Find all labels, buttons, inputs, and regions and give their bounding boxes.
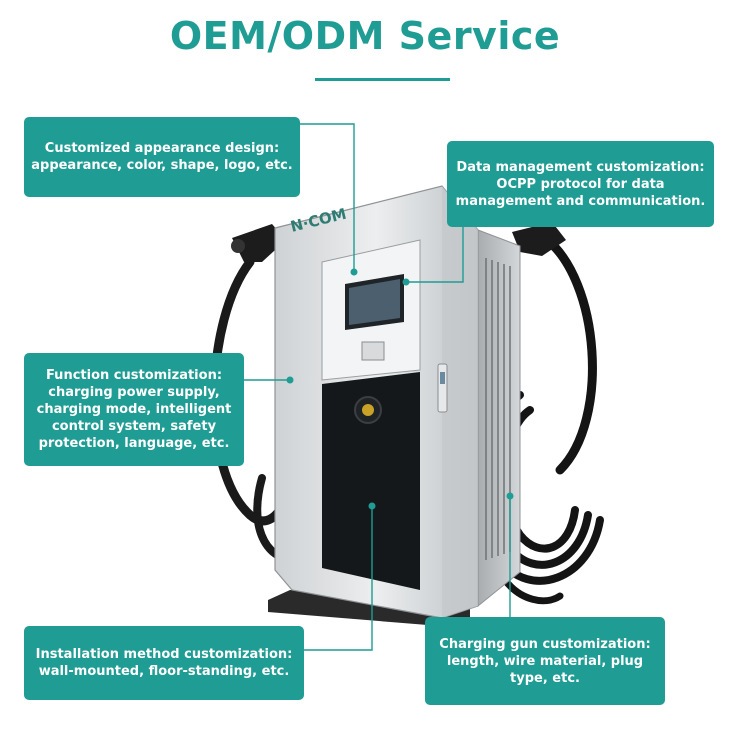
callout-data-line-2: OCPP protocol for data <box>496 176 665 192</box>
callout-connectors <box>244 123 511 651</box>
card-reader <box>361 341 385 361</box>
charger-front-black-panel <box>322 372 420 590</box>
callout-connector-dots <box>286 268 514 510</box>
callout-install-line-2: wall-mounted, floor-standing, etc. <box>38 664 290 679</box>
display-screen <box>321 239 421 381</box>
left-charging-gun <box>231 224 286 262</box>
callout-data-line-1: Data management customization: <box>456 159 705 175</box>
callout-charging-gun: Charging gun customization: length, wire… <box>425 617 665 705</box>
charger-side-panel <box>477 229 521 608</box>
callout-appearance-line-1: Customized appearance design: <box>44 141 280 156</box>
right-charging-gun <box>512 222 566 256</box>
callout-gun-line-1: Charging gun customization: <box>439 636 651 652</box>
title-underline <box>315 78 450 81</box>
callout-data-line-3: management and communication. <box>455 193 706 209</box>
callout-install-line-1: Installation method customization: <box>35 647 293 662</box>
callout-function-line-1: Function customization: <box>45 368 223 383</box>
callout-data-management: Data management customization: OCPP prot… <box>447 141 714 227</box>
callout-appearance-design: Customized appearance design: appearance… <box>24 117 300 197</box>
callout-gun-line-3: type, etc. <box>510 670 580 686</box>
callout-gun-line-2: length, wire material, plug <box>446 653 644 669</box>
callout-function-line-3: charging mode, intelligent <box>36 402 232 417</box>
status-indicator <box>437 363 448 413</box>
callout-appearance-line-2: appearance, color, shape, logo, etc. <box>31 158 293 173</box>
callout-function-line-4: control system, safety <box>51 419 217 434</box>
callout-function-customization: Function customization: charging power s… <box>24 353 244 466</box>
callout-function-line-5: protection, language, etc. <box>38 436 230 451</box>
page-title: OEM/ODM Service <box>169 14 561 58</box>
callout-installation-method: Installation method customization: wall-… <box>24 626 304 700</box>
callout-function-line-2: charging power supply, <box>48 385 220 400</box>
